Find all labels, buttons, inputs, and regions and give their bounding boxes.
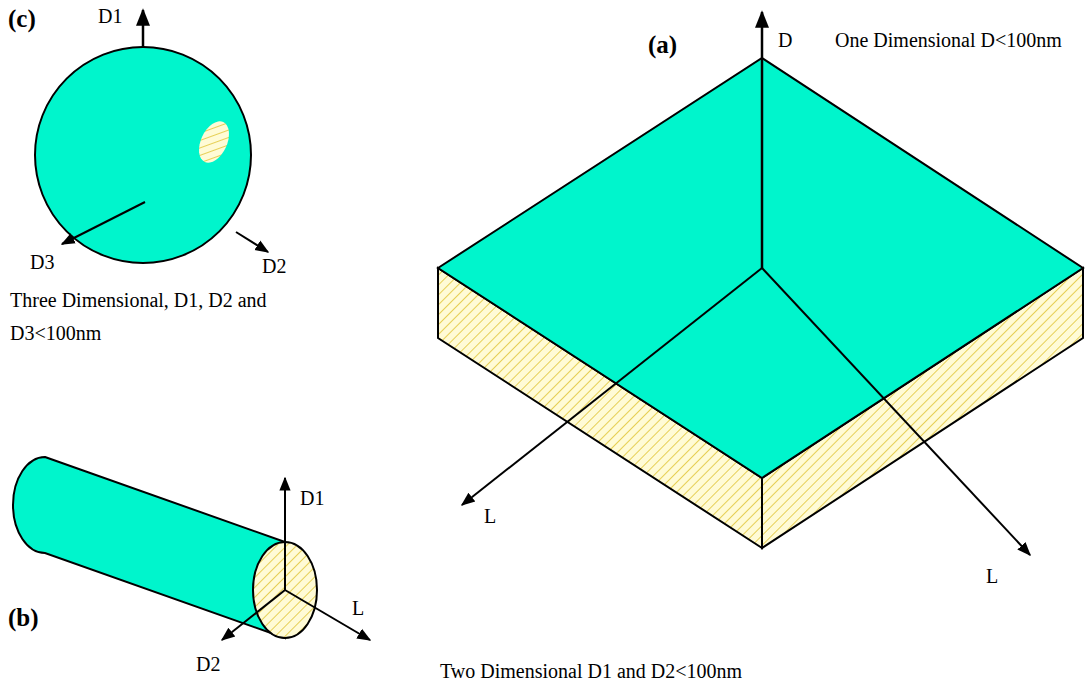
dimension-label: L (986, 560, 998, 593)
nanowire-cylinder (13, 457, 370, 640)
dimension-label: D2 (262, 250, 286, 283)
dimension-label: D1 (300, 482, 324, 515)
panel-letter: (a) (648, 30, 677, 60)
nanoparticle-sphere (35, 10, 268, 263)
panel-letter: (b) (8, 603, 39, 633)
panel-letter: (c) (8, 4, 36, 34)
thin-film-slab (438, 12, 1083, 555)
description-text: One Dimensional D<100nm (835, 24, 1085, 57)
dimension-label: D1 (98, 0, 122, 33)
dimension-label: D (778, 24, 792, 57)
description-text: Three Dimensional, D1, D2 and D3<100nm (10, 284, 278, 350)
dimension-label: L (484, 500, 496, 533)
dimension-label: L (352, 592, 364, 625)
dimension-label: D2 (196, 648, 220, 681)
dimension-label: D3 (30, 246, 54, 279)
description-text: Two Dimensional D1 and D2<100nm (440, 655, 742, 688)
